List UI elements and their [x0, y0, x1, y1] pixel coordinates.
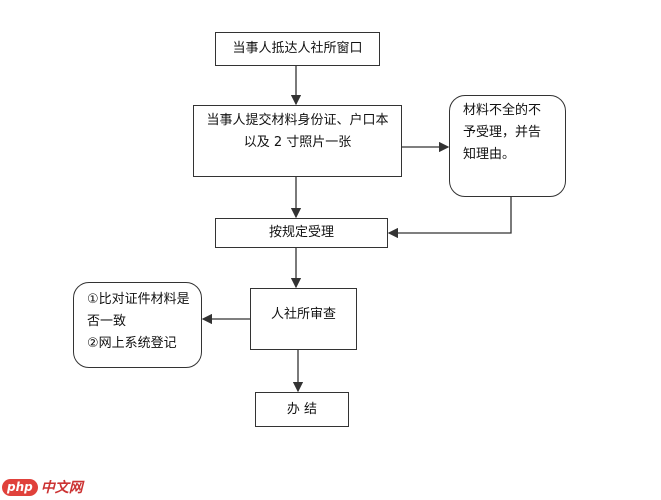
- node-complete: 办 结: [255, 392, 349, 427]
- node-review-steps: ①比对证件材料是否一致 ②网上系统登记: [73, 282, 202, 368]
- arrow-incomplete-to-accept: [387, 197, 512, 239]
- node-review-label: 人社所审查: [270, 307, 336, 322]
- node-arrive-label: 当事人抵达人社所窗口: [232, 41, 363, 56]
- node-accept: 按规定受理: [215, 218, 388, 248]
- node-submit-line2: 以及 2 寸照片一张: [243, 135, 352, 150]
- node-arrive: 当事人抵达人社所窗口: [215, 32, 380, 66]
- node-submit-line1: 当事人提交材料身份证、户口本: [206, 113, 389, 128]
- node-accept-label: 按规定受理: [268, 225, 334, 240]
- node-complete-label: 办 结: [286, 401, 318, 417]
- node-submit: 当事人提交材料身份证、户口本 以及 2 寸照片一张: [193, 105, 402, 177]
- watermark-logo: php 中文网: [2, 477, 83, 497]
- watermark-cn: 中文网: [40, 480, 83, 496]
- node-review-step1: ①比对证件材料是否一致: [87, 292, 190, 329]
- node-incomplete-label: 材料不全的不予受理，并告知理由。: [463, 103, 542, 162]
- node-incomplete: 材料不全的不予受理，并告知理由。: [449, 95, 566, 197]
- watermark-php: php: [2, 478, 38, 496]
- node-review-step2: ②网上系统登记: [87, 336, 177, 351]
- node-review: 人社所审查: [250, 288, 357, 350]
